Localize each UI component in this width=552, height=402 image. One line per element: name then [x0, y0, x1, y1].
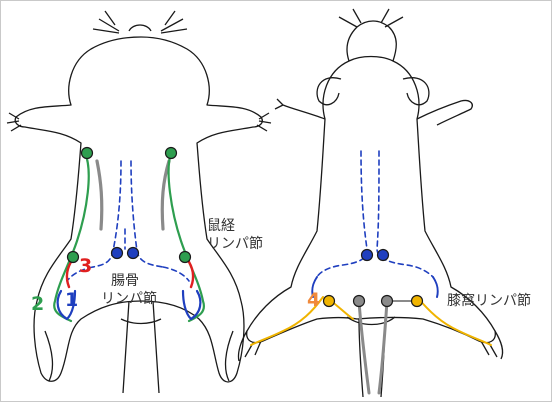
tail-gray-vessel-left [359, 301, 369, 393]
right-mouse-vessels [251, 151, 491, 393]
popliteal-node-left [324, 296, 335, 307]
right-mouse-ear-left [317, 78, 341, 105]
inguinal-label-line1: 鼠経 [207, 216, 235, 236]
right-mouse-forelimb-left [275, 99, 325, 119]
number-3: 3 [79, 255, 92, 277]
sciatic-node-left [354, 296, 365, 307]
iliac-node-dorsal-right [378, 250, 389, 261]
number-4: 4 [307, 289, 320, 311]
number-2: 2 [31, 293, 44, 315]
popliteal-node-right [412, 296, 423, 307]
left-mouse [7, 11, 271, 393]
tail-gray-vessel-right [379, 301, 387, 393]
left-mouse-front-paw-left [7, 113, 21, 131]
right-dashed-blue-left [317, 151, 367, 277]
right-blue-vessel [183, 291, 200, 319]
left-mouse-outline [15, 37, 262, 382]
sciatic-node-right [382, 296, 393, 307]
right-red-vessel [187, 259, 193, 287]
right-mouse-forelimb-right [417, 100, 472, 125]
iliac-node-left [112, 248, 123, 259]
inguinal-node-left [68, 252, 79, 263]
right-mouse [238, 9, 502, 397]
right-mouse-ear-right [403, 78, 429, 105]
right-mouse-head [347, 21, 396, 61]
number-1: 1 [65, 289, 78, 311]
iliac-label-line2: リンパ節 [101, 289, 157, 309]
inguinal-node-right [180, 252, 191, 263]
left-gray-vessel [97, 161, 102, 229]
axillary-node-left [82, 148, 93, 159]
axillary-node-right [166, 148, 177, 159]
left-mouse-nose [129, 25, 151, 31]
inguinal-label-line2: リンパ節 [207, 234, 263, 254]
iliac-node-right [128, 248, 139, 259]
right-mouse-nodes [324, 250, 423, 307]
iliac-label-line1: 腸骨 [111, 271, 139, 291]
popliteal-label: 膝窩リンパ節 [447, 291, 531, 311]
iliac-node-dorsal-left [362, 250, 373, 261]
